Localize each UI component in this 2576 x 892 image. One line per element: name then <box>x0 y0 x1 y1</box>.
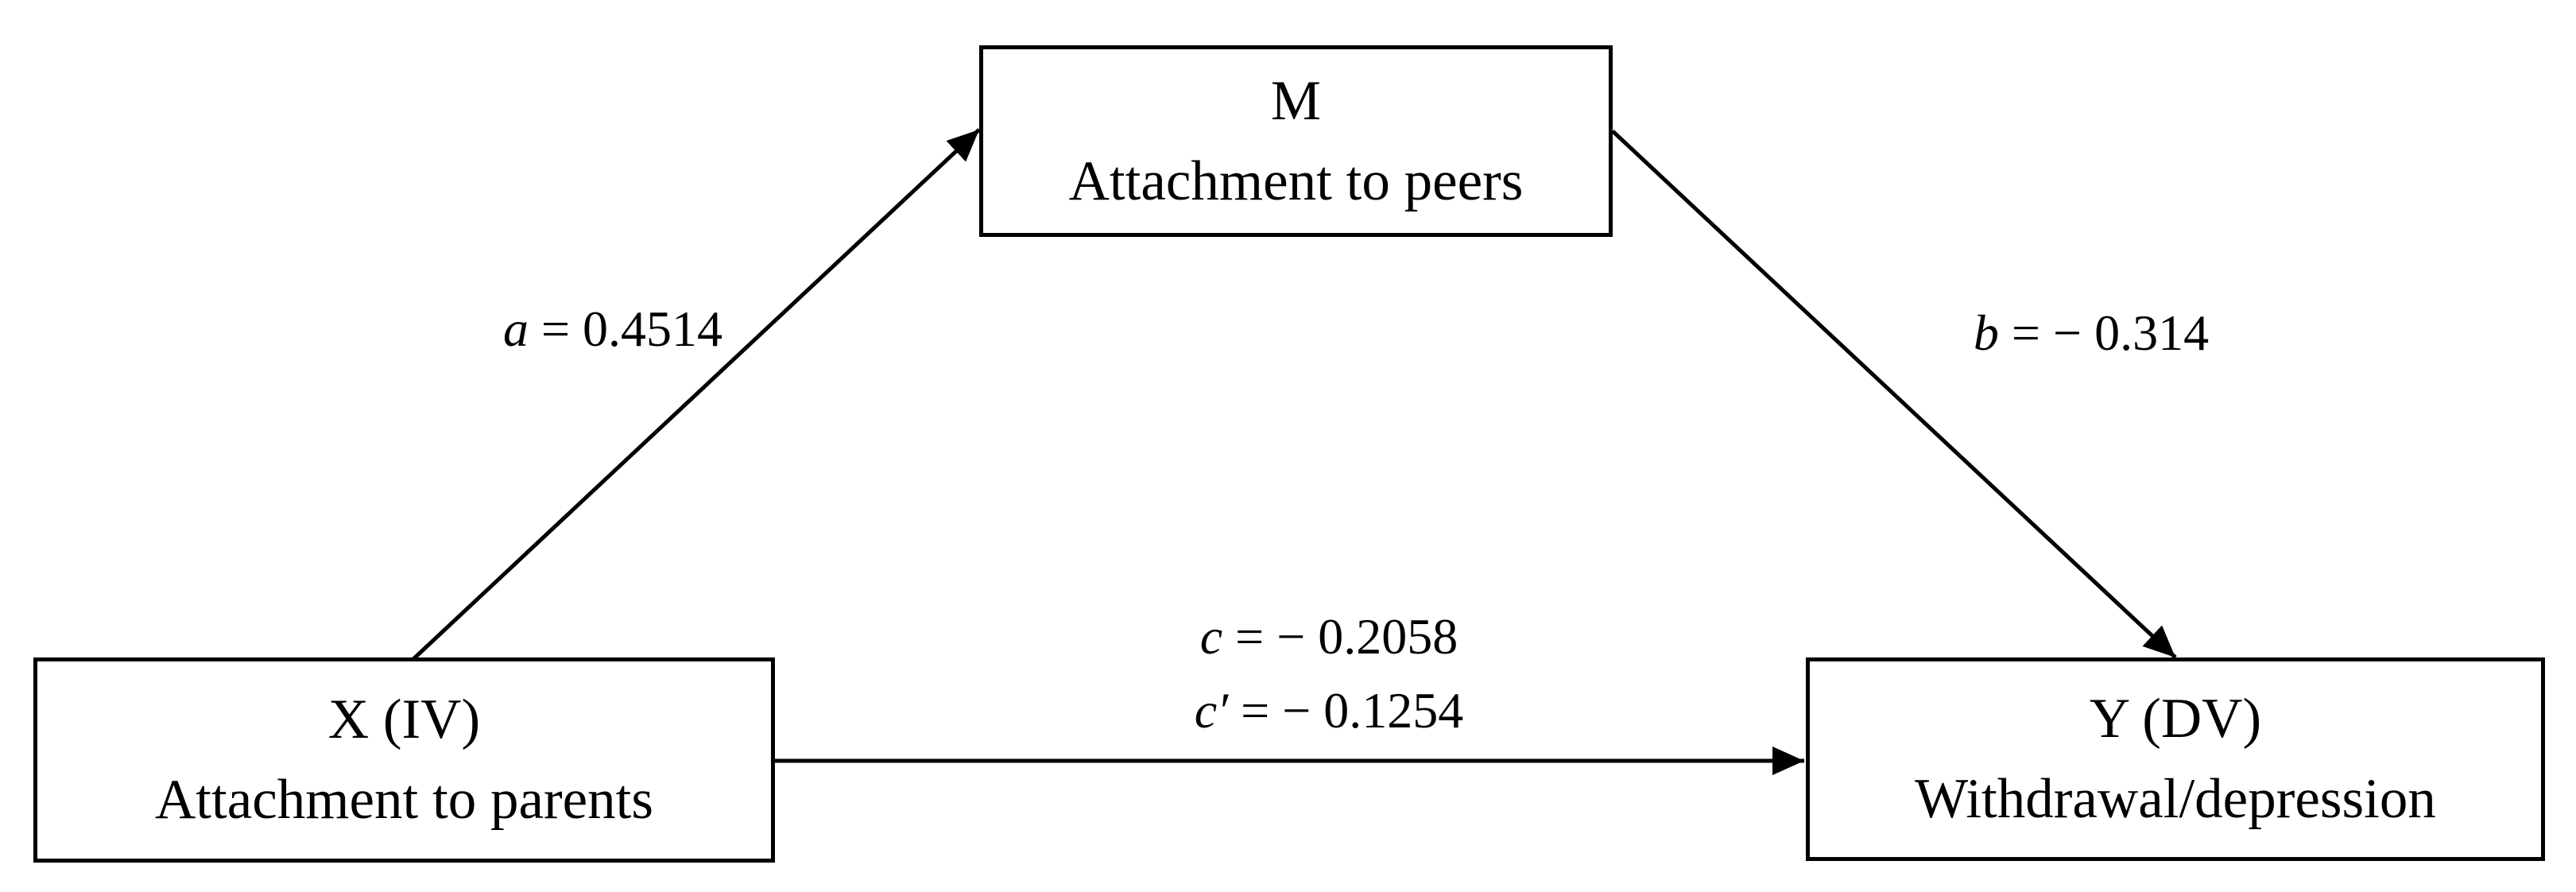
arrow-b-m-to-y <box>1611 130 2177 659</box>
node-mediator-symbol: M <box>1270 69 1322 132</box>
path-c-total-effect: c = − 0.2058 <box>1195 599 1464 673</box>
node-dependent-symbol: Y (DV) <box>2089 688 2262 750</box>
path-b-variable: b <box>1973 304 1999 361</box>
arrow-a-x-to-m <box>412 128 981 661</box>
node-dependent-label: Withdrawal/depression <box>1915 768 2436 830</box>
node-independent: X (IV) Attachment to parents <box>33 657 775 863</box>
path-c-prime-direct-effect: c′ = − 0.1254 <box>1195 673 1464 747</box>
path-a-coefficient: a = 0.4514 <box>503 300 722 359</box>
path-b-value: = − 0.314 <box>1998 304 2210 361</box>
node-mediator: M Attachment to peers <box>979 45 1613 237</box>
node-dependent: Y (DV) Withdrawal/depression <box>1806 657 2545 861</box>
node-mediator-label: Attachment to peers <box>1068 149 1524 212</box>
path-c-prime-value: = − 0.1254 <box>1228 682 1464 739</box>
path-c-value: = − 0.2058 <box>1222 608 1458 665</box>
path-c-prime-variable: c′ <box>1194 682 1229 739</box>
node-independent-symbol: X (IV) <box>327 688 481 751</box>
path-a-value: = 0.4514 <box>528 301 723 357</box>
path-c-coefficients: c = − 0.2058 c′ = − 0.1254 <box>1195 599 1464 747</box>
path-a-variable: a <box>502 301 529 357</box>
path-b-coefficient: b = − 0.314 <box>1974 304 2209 363</box>
path-c-variable: c <box>1199 608 1223 665</box>
node-independent-label: Attachment to parents <box>155 769 653 831</box>
